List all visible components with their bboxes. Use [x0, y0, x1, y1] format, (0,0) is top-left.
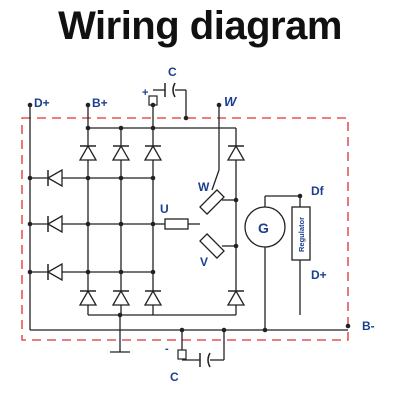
winding-u	[164, 218, 189, 230]
capacitor-bottom-polarity: -	[165, 343, 169, 355]
winding-w	[199, 189, 225, 215]
terminal-b-plus: B+	[92, 96, 108, 110]
winding-u-label: U	[160, 202, 169, 216]
terminal-d-plus-regulator: D+	[311, 268, 327, 282]
lower-diodes	[78, 289, 246, 306]
winding-v-label: V	[200, 255, 208, 269]
capacitor-top-label: C	[168, 65, 177, 79]
diode	[226, 144, 246, 161]
upper-diodes	[78, 144, 246, 161]
terminal-w: W	[224, 94, 238, 109]
diode	[46, 262, 63, 282]
winding-w-label: W	[198, 180, 210, 194]
diode	[46, 214, 63, 234]
diagram-title: Wiring diagram	[58, 4, 342, 48]
terminal-df: Df	[311, 184, 325, 198]
generator-circle	[244, 206, 286, 248]
bottom-capacitor	[177, 349, 211, 368]
diode	[46, 168, 63, 188]
top-capacitor	[148, 82, 176, 106]
housing-outline	[21, 117, 349, 341]
diode	[143, 144, 163, 161]
diode	[111, 289, 131, 306]
diode	[143, 289, 163, 306]
junction-dots	[27, 102, 351, 333]
terminal-b-minus: B-	[362, 319, 375, 333]
diode	[111, 144, 131, 161]
generator-label: G	[258, 220, 269, 236]
capacitor-top-polarity: +	[142, 87, 148, 99]
capacitor-bottom-label: C	[170, 370, 179, 384]
exciter-diodes	[46, 168, 63, 282]
regulator-box	[291, 206, 311, 261]
diode	[78, 289, 98, 306]
regulator-label: Regulator	[297, 217, 306, 252]
diode	[226, 289, 246, 306]
diode	[78, 144, 98, 161]
terminal-d-plus: D+	[34, 96, 50, 110]
winding-v	[199, 233, 225, 259]
